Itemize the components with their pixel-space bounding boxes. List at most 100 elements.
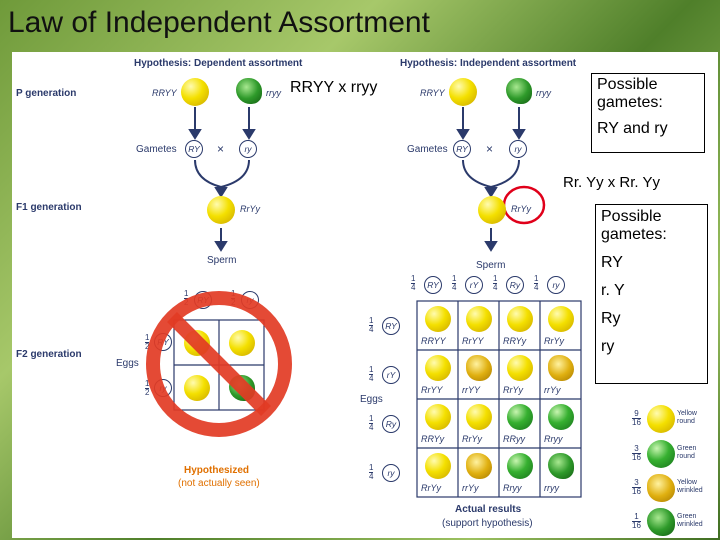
cell-pea-2-1 — [425, 355, 451, 381]
f2-generation-label: F2 generation — [16, 349, 82, 360]
right-sperm-label: Sperm — [476, 260, 506, 271]
egg-gamete-2: rY — [382, 366, 400, 384]
right-gamete-ry-lower: ry — [509, 140, 527, 158]
connector-lines — [173, 107, 582, 498]
hypothesized-sublabel: (not actually seen) — [178, 478, 260, 489]
right-gamete-ry-upper: RY — [453, 140, 471, 158]
right-f1-pea-icon — [478, 196, 506, 224]
cell-genotype-2-4: rrYy — [544, 385, 561, 395]
right-p-genotype-a: RRYY — [420, 88, 445, 98]
gametes2-item-3: Ry — [601, 310, 621, 327]
cell-pea-1-3 — [507, 306, 533, 332]
left-hypothesis-heading: Hypothesis: Dependent assortment — [134, 58, 303, 69]
cell-pea-4-1 — [425, 453, 451, 479]
cell-pea-2-4 — [548, 355, 574, 381]
f1-generation-label: F1 generation — [16, 202, 82, 213]
cell-genotype-2-2: rrYY — [462, 385, 480, 395]
cell-genotype-3-2: RrYy — [462, 434, 482, 444]
punnett-pea-yellow-3 — [184, 375, 210, 401]
slide-title: Law of Independent Assortment — [8, 6, 430, 39]
gametes1-callout-box: Possible gametes: RY and ry — [591, 73, 705, 153]
cell-genotype-2-3: RrYy — [503, 385, 523, 395]
cell-genotype-3-4: Rryy — [544, 434, 563, 444]
gametes2-item-1: RY — [601, 254, 623, 271]
cell-pea-3-3 — [507, 404, 533, 430]
right-cross-symbol: × — [486, 142, 494, 156]
gametes2-line1: Possible — [601, 208, 662, 225]
left-p-genotype-a: RRYY — [152, 88, 177, 98]
left-p-genotype-b: rryy — [266, 88, 281, 98]
sperm-gamete-3: Ry — [506, 276, 524, 294]
cell-pea-2-3 — [507, 355, 533, 381]
green-wrinkled-pea-icon — [236, 78, 262, 104]
yellow-round-pea-icon — [181, 78, 209, 106]
cell-pea-3-4 — [548, 404, 574, 430]
cell-genotype-3-3: RRyy — [503, 434, 525, 444]
gametes2-item-4: ry — [601, 338, 615, 355]
right-hypothesis-heading: Hypothesis: Independent assortment — [400, 58, 577, 69]
cell-pea-1-1 — [425, 306, 451, 332]
actual-results-sublabel: (support hypothesis) — [442, 518, 533, 529]
right-f1-genotype: RrYy — [511, 204, 531, 214]
cell-pea-1-2 — [466, 306, 492, 332]
right-green-wrinkled-pea-icon — [506, 78, 532, 104]
left-cross-symbol: × — [217, 142, 225, 156]
gametes2-item-2: r. Y — [601, 282, 625, 299]
gametes2-callout-box: Possible gametes: RY r. Y Ry ry — [595, 204, 708, 384]
gametes1-line3: RY and ry — [597, 120, 668, 137]
cross1-callout: RRYY x rryy — [290, 79, 378, 96]
sperm-gamete-2: rY — [465, 276, 483, 294]
hypothesized-label: Hypothesized — [184, 465, 250, 476]
cell-genotype-3-1: RRYy — [421, 434, 445, 444]
legend-yellow-wrinkled-icon — [647, 474, 675, 502]
cell-pea-3-1 — [425, 404, 451, 430]
cell-genotype-4-3: Rryy — [503, 483, 522, 493]
cell-genotype-1-3: RRYy — [503, 336, 527, 346]
right-gametes-label: Gametes — [407, 144, 448, 155]
cell-pea-4-4 — [548, 453, 574, 479]
legend-green-round-icon — [647, 440, 675, 468]
cell-genotype-4-1: RrYy — [421, 483, 441, 493]
egg-gamete-1: RY — [382, 317, 400, 335]
sperm-gamete-1: RY — [424, 276, 442, 294]
cell-genotype-2-1: RrYY — [421, 385, 443, 395]
left-f1-genotype: RrYy — [240, 204, 260, 214]
right-yellow-round-pea-icon — [449, 78, 477, 106]
cell-genotype-1-4: RrYy — [544, 336, 564, 346]
gametes1-line2: gametes: — [597, 94, 663, 111]
sperm-gamete-4: ry — [547, 276, 565, 294]
actual-results-label: Actual results — [455, 504, 522, 515]
prohibition-sign-icon — [146, 291, 292, 437]
left-gamete-ry-upper: RY — [185, 140, 203, 158]
left-f1-pea-icon — [207, 196, 235, 224]
left-gamete-ry-lower: ry — [239, 140, 257, 158]
legend-yellow-round-icon — [647, 405, 675, 433]
right-p-genotype-b: rryy — [536, 88, 551, 98]
cell-pea-4-3 — [507, 453, 533, 479]
left-sperm-label: Sperm — [207, 255, 237, 266]
gametes2-line2: gametes: — [601, 226, 667, 243]
cell-genotype-1-2: RrYY — [462, 336, 484, 346]
cell-genotype-4-4: rryy — [544, 483, 559, 493]
cell-genotype-1-1: RRYY — [421, 336, 446, 346]
punnett-pea-yellow-2 — [229, 330, 255, 356]
egg-gamete-4: ry — [382, 464, 400, 482]
cell-pea-3-2 — [466, 404, 492, 430]
